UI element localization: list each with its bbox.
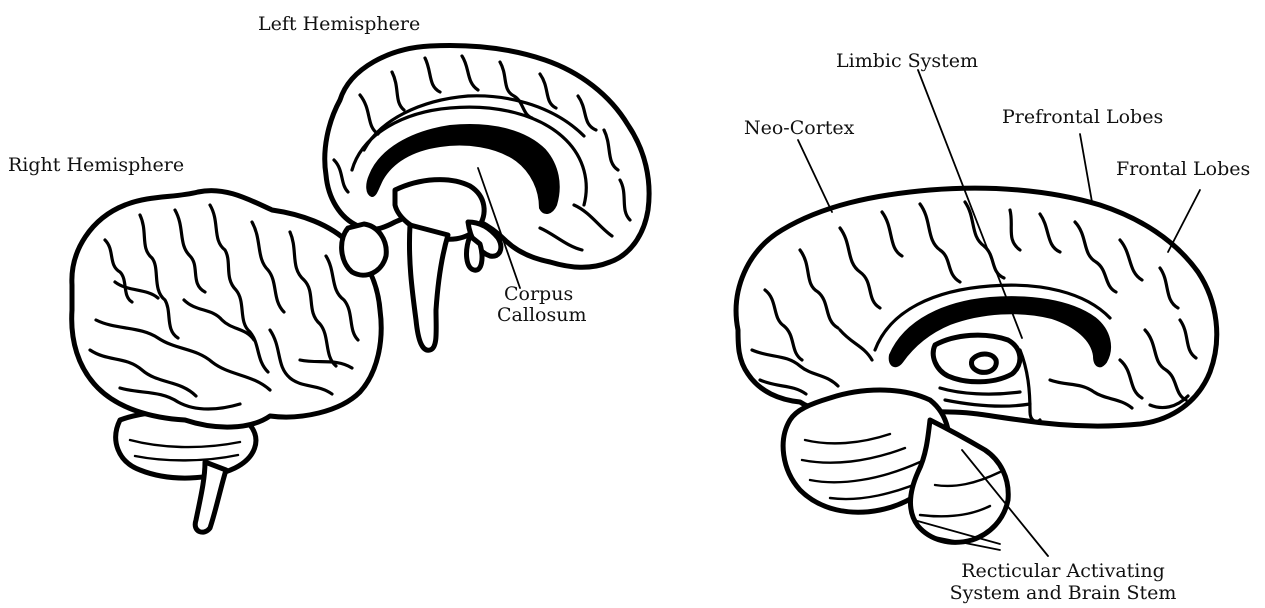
limbic-system-label: Limbic System xyxy=(836,50,978,72)
corpus-callosum-label-line2: Callosum xyxy=(497,304,586,326)
left-hemisphere-brainstem xyxy=(409,225,448,350)
frontal-lobes-leader xyxy=(1168,190,1200,252)
right-hemisphere-cortex xyxy=(72,191,381,428)
right-hemisphere-drawing xyxy=(72,191,381,533)
left-hemisphere-label: Left Hemisphere xyxy=(258,13,420,35)
neo-cortex-leader xyxy=(798,140,832,212)
sagittal-brain-drawing xyxy=(736,188,1217,542)
prefrontal-lobes-leader xyxy=(1080,134,1092,202)
corpus-callosum-label-line1: Corpus xyxy=(504,283,573,305)
prefrontal-lobes-label: Prefrontal Lobes xyxy=(1002,106,1163,128)
reticular-label-line1: Recticular Activating xyxy=(958,560,1168,582)
frontal-lobes-label: Frontal Lobes xyxy=(1116,158,1250,180)
right-hemisphere-label: Right Hemisphere xyxy=(8,154,184,176)
reticular-label-line2: System and Brain Stem xyxy=(945,582,1181,604)
neo-cortex-label: Neo-Cortex xyxy=(744,117,854,139)
